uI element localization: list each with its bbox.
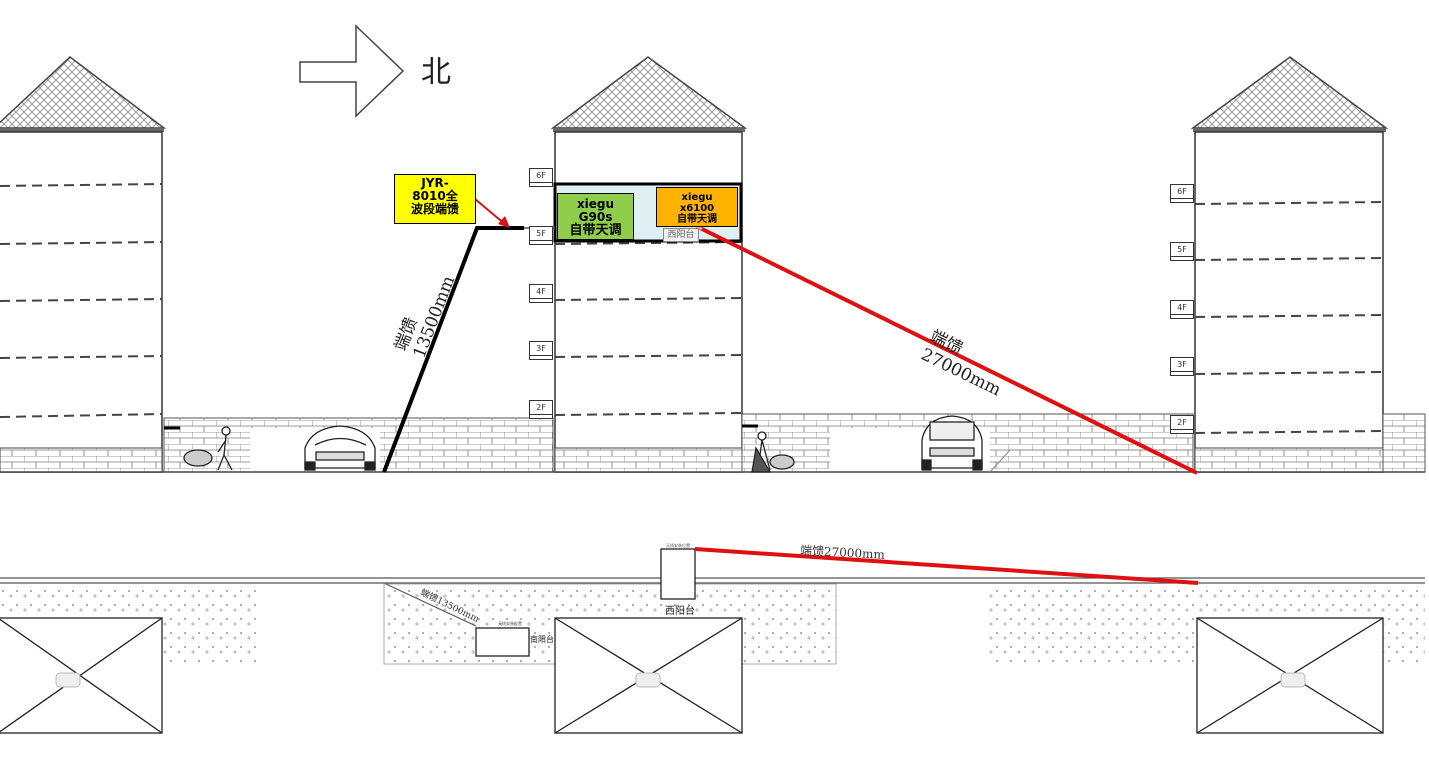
plan-view bbox=[0, 547, 1425, 734]
g90s-line-2: G90s bbox=[578, 210, 613, 225]
floor-tag-right-4f: 4F bbox=[1170, 300, 1194, 319]
middle-building bbox=[550, 56, 748, 473]
floor-tag-right-2f: 2F bbox=[1170, 415, 1194, 434]
antenna-note-line-1: JYR- bbox=[421, 176, 449, 190]
x6100-line-2: x6100 bbox=[679, 203, 715, 214]
north-arrow-icon bbox=[299, 24, 405, 118]
car-right-icon bbox=[921, 415, 983, 471]
car-left-icon bbox=[304, 425, 376, 471]
plan-tiny-label-a: 天线安装位置 bbox=[666, 543, 690, 548]
feed-wire-short bbox=[382, 226, 524, 473]
radio-x6100-box: xiegu x6100 自带天调 bbox=[656, 187, 738, 227]
floor-tag-right-6f: 6F bbox=[1170, 184, 1194, 203]
left-building bbox=[0, 56, 167, 473]
note-pointer-head bbox=[498, 216, 510, 228]
x6100-line-3: 自带天调 bbox=[677, 214, 717, 225]
note-pointer bbox=[474, 198, 507, 226]
floor-tag-6f: 6F bbox=[529, 168, 553, 187]
floor-tag-4f: 4F bbox=[529, 284, 553, 303]
antenna-note-box: JYR- 8010全 波段端馈 bbox=[394, 174, 476, 224]
floor-tag-2f: 2F bbox=[529, 400, 553, 419]
north-label: 北 bbox=[421, 55, 451, 90]
radio-g90s-box: xiegu G90s 自带天调 bbox=[557, 193, 634, 240]
floor-tag-right-3f: 3F bbox=[1170, 357, 1194, 376]
g90s-line-1: xiegu bbox=[576, 197, 615, 211]
antenna-note-line-2: 8010全 bbox=[412, 189, 458, 204]
plan-tiny-label-b: 天线安装位置 bbox=[498, 621, 522, 626]
feed-wire-long bbox=[699, 226, 1198, 475]
right-building bbox=[1190, 56, 1389, 473]
plan-east-balcony-label: 南阳台 bbox=[530, 635, 554, 644]
floor-tag-3f: 3F bbox=[529, 341, 553, 360]
x6100-line-1: xiegu bbox=[681, 192, 713, 203]
person-right-icon bbox=[751, 431, 795, 473]
g90s-line-3: 自带天调 bbox=[569, 223, 622, 239]
antenna-note-line-3: 波段端馈 bbox=[410, 202, 459, 217]
floor-tag-5f: 5F bbox=[529, 226, 553, 245]
west-balcony-label: 西阳台 bbox=[663, 228, 699, 242]
floor-tag-right-5f: 5F bbox=[1170, 242, 1194, 261]
person-left-icon bbox=[183, 426, 233, 471]
plan-west-balcony-label: 西阳台 bbox=[665, 606, 695, 617]
